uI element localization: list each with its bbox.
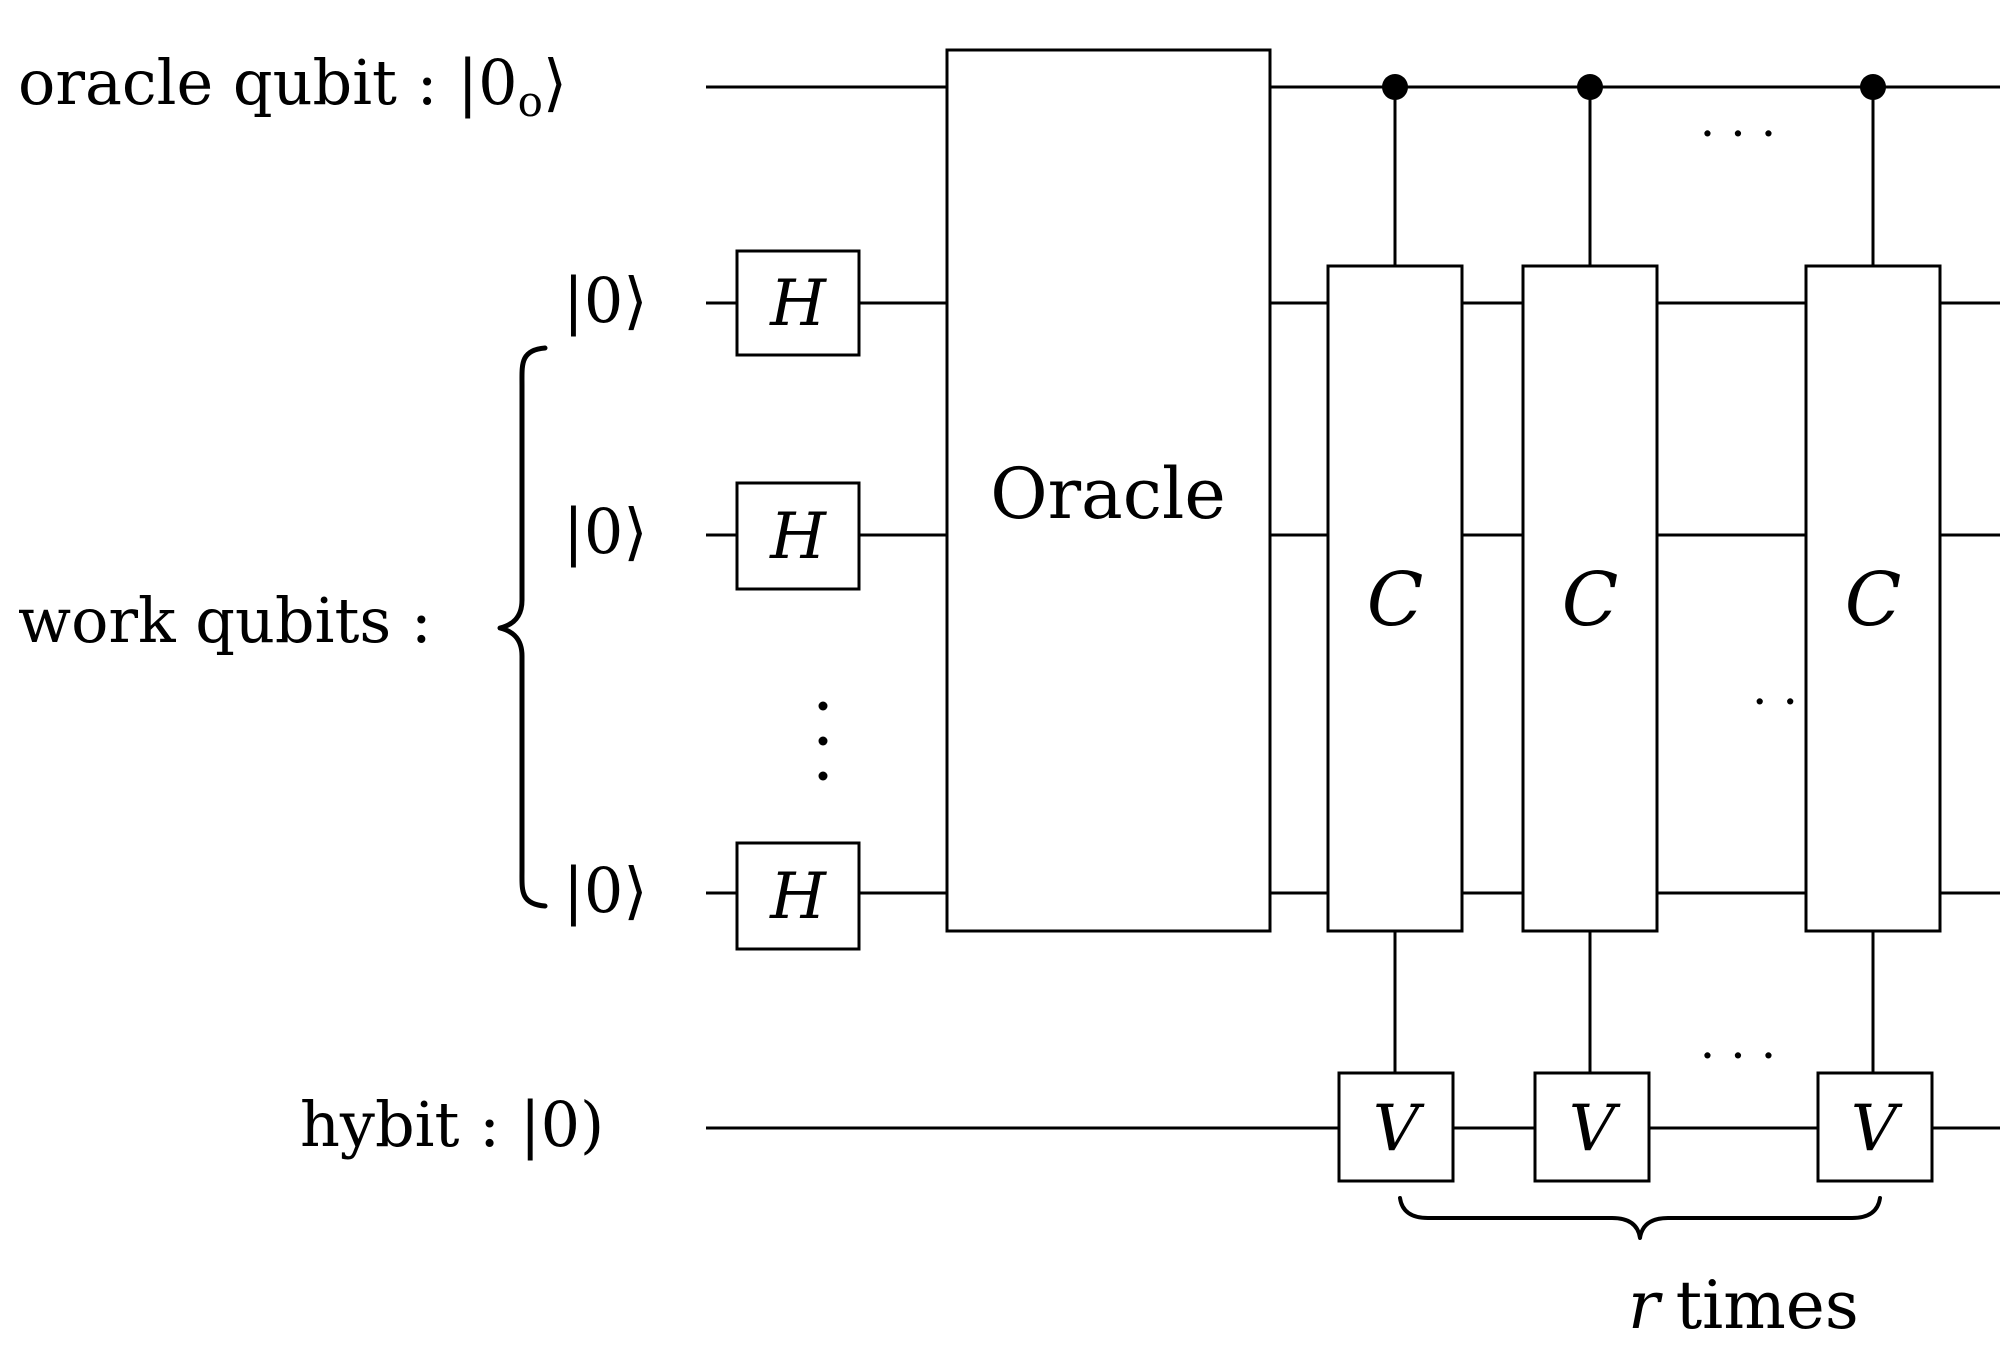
c-gate-2: C — [1521, 264, 1659, 933]
c-gate-r: C — [1804, 264, 1942, 933]
oracle-qubit-label: oracle qubit : |0o⟩ — [18, 46, 567, 126]
c-gate-1: C — [1326, 264, 1464, 933]
ket-0-wire-n: |0⟩ — [563, 854, 648, 927]
control-dot-r — [1860, 74, 1886, 100]
svg-text:C: C — [1845, 557, 1902, 643]
hadamard-gates: H H H — [735, 249, 861, 951]
v-gate-2: V — [1533, 1071, 1651, 1183]
repeat-brace — [1398, 1196, 1882, 1240]
ket-0-wire-1: |0⟩ — [563, 264, 648, 337]
svg-text:Oracle: Oracle — [990, 453, 1226, 535]
svg-text:C: C — [1562, 557, 1619, 643]
v-gate-r: V — [1816, 1071, 1934, 1183]
control-dot-1 — [1382, 74, 1408, 100]
control-dot-2 — [1577, 74, 1603, 100]
iteration-2: C V — [1521, 74, 1659, 1183]
vertical-ellipsis — [818, 701, 828, 781]
svg-text:C: C — [1367, 557, 1424, 643]
svg-text:H: H — [769, 860, 827, 934]
h-gate-2: H — [735, 481, 861, 591]
iteration-1: C V — [1326, 74, 1464, 1183]
svg-text:V: V — [1851, 1092, 1903, 1166]
svg-text:H: H — [769, 267, 827, 341]
ellipsis-middle: · · — [1752, 674, 1798, 730]
v-gate-1: V — [1337, 1071, 1455, 1183]
h-gate-n: H — [735, 841, 861, 951]
svg-text:V: V — [1569, 1092, 1621, 1166]
iteration-r: C V — [1804, 74, 1942, 1183]
ellipsis-bottom: · · · — [1700, 1028, 1776, 1084]
work-qubits-label: work qubits : — [18, 584, 432, 657]
oracle-gate: Oracle — [945, 48, 1272, 933]
svg-text:H: H — [769, 500, 827, 574]
hybit-label: hybit : |0) — [300, 1088, 604, 1161]
h-gate-1: H — [735, 249, 861, 357]
ellipsis-top: · · · — [1700, 106, 1776, 162]
ket-0-wire-2: |0⟩ — [563, 495, 648, 568]
svg-text:V: V — [1373, 1092, 1425, 1166]
work-qubits-brace — [497, 345, 548, 909]
